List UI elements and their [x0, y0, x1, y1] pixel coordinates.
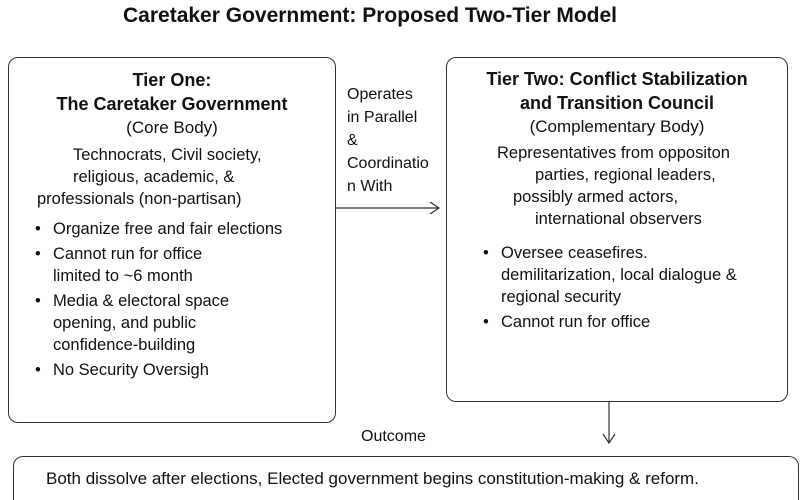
connector-label: Operates in Parallel & Coordinatio n Wit…: [347, 86, 429, 195]
tier-one-bullet: No Security Oversigh: [33, 359, 335, 381]
tier-two-bullet: Cannot run for office: [481, 311, 787, 333]
tier-one-description-line: professionals (non-partisan): [37, 190, 242, 208]
outcome-box: [13, 456, 799, 500]
tier-two-description-line: international observers: [535, 210, 702, 228]
tier-two-description-line: possibly armed actors,: [513, 188, 679, 206]
tier-one-heading-line2: The Caretaker Government: [56, 94, 288, 114]
right-arrow-icon: [336, 201, 441, 215]
outcome-label: Outcome: [361, 428, 426, 445]
tier-one-bullet: Media & electoral space opening, and pub…: [33, 290, 335, 356]
tier-two-bullet-list: Oversee ceasefires. demilitarization, lo…: [481, 242, 787, 333]
tier-two-description-line: parties, regional leaders,: [535, 166, 716, 184]
tier-one-heading-line1: Tier One:: [132, 70, 212, 90]
tier-one-bullet: Cannot run for office limited to ~6 mont…: [33, 243, 335, 287]
tier-one-bullet: Organize free and fair elections: [33, 218, 335, 240]
tier-one-bullet-list: Organize free and fair elections Cannot …: [33, 218, 335, 381]
tier-two-description-line: Representatives from oppositon: [497, 144, 730, 162]
tier-two-heading-line2: and Transition Council: [519, 93, 714, 113]
tier-two-box: Tier Two: Conflict Stabilization and Tra…: [446, 57, 788, 402]
diagram-title: Caretaker Government: Proposed Two-Tier …: [123, 4, 617, 27]
tier-two-heading-line1: Tier Two: Conflict Stabilization: [486, 69, 748, 89]
tier-two-bullet: Oversee ceasefires. demilitarization, lo…: [481, 242, 787, 308]
tier-one-description-line: religious, academic, &: [73, 168, 235, 186]
tier-one-subtitle: (Core Body): [126, 118, 218, 137]
down-arrow-icon: [602, 402, 616, 445]
tier-one-box: Tier One: The Caretaker Government (Core…: [8, 57, 336, 423]
tier-one-description-line: Technocrats, Civil society,: [73, 146, 262, 164]
tier-two-subtitle: (Complementary Body): [529, 117, 705, 136]
outcome-text: Both dissolve after elections, Elected g…: [46, 469, 699, 488]
